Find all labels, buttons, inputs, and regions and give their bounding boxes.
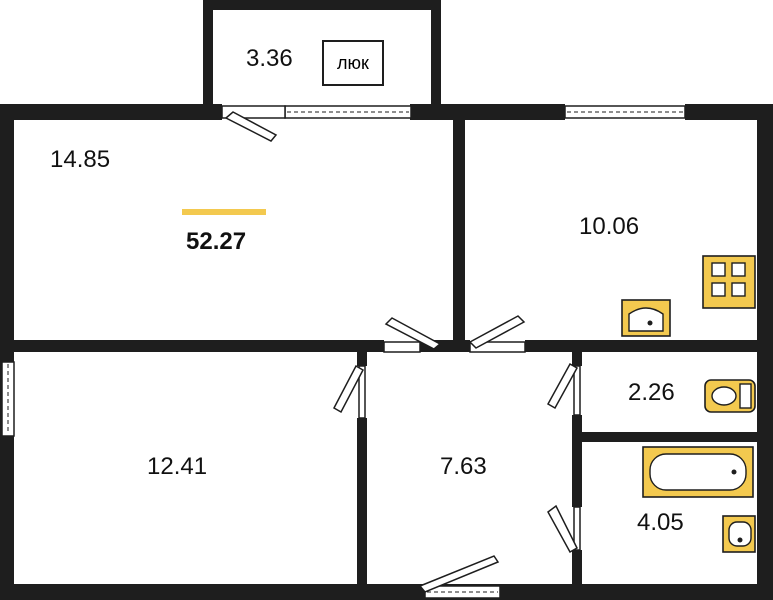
door-toilet [546, 362, 581, 416]
wall-hall-wc-mid [572, 415, 582, 507]
door-kitchen [468, 315, 526, 353]
balcony-wall-top [203, 0, 441, 10]
toilet-icon [704, 379, 756, 413]
wall-hall-wc-bottom [572, 550, 582, 590]
stove-icon [702, 255, 756, 309]
door-living-room [383, 317, 442, 353]
wall-living-kitchen [453, 112, 465, 352]
outer-wall-top-right [685, 104, 773, 120]
area-toilet: 2.26 [628, 379, 675, 406]
wall-toilet-bath [577, 432, 762, 442]
window-bedroom [1, 361, 15, 437]
area-kitchen: 10.06 [579, 213, 640, 240]
entrance-door [418, 555, 501, 599]
balcony-door [221, 105, 286, 142]
wall-hall-wc-top [572, 346, 582, 366]
wall-horizontal-right [525, 340, 773, 352]
door-bathroom [547, 504, 581, 554]
bathroom-sink-icon [722, 515, 756, 553]
window-living-room [284, 105, 412, 119]
door-bedroom [333, 364, 366, 419]
outer-wall-bottom [0, 584, 773, 600]
hatch-label: люк [337, 52, 369, 73]
area-balcony: 3.36 [246, 45, 293, 72]
kitchen-sink-icon [621, 299, 671, 337]
total-area-bar [182, 209, 266, 215]
area-living-room: 14.85 [50, 146, 111, 173]
outer-wall-top-mid [410, 104, 565, 120]
balcony-wall-left [203, 0, 213, 112]
hatch-box: люк [322, 40, 384, 86]
area-hallway: 7.63 [440, 453, 487, 480]
balcony-wall-right [431, 0, 441, 112]
wall-horizontal-left [0, 340, 384, 352]
bathtub-icon [642, 446, 754, 498]
area-bathroom: 4.05 [637, 509, 684, 536]
outer-wall-top-left [0, 104, 222, 120]
wall-bedroom-hall-top [357, 346, 367, 366]
window-kitchen [564, 105, 686, 119]
area-bedroom: 12.41 [147, 453, 208, 480]
total-area: 52.27 [186, 228, 247, 255]
wall-bedroom-hall-bottom [357, 418, 367, 588]
